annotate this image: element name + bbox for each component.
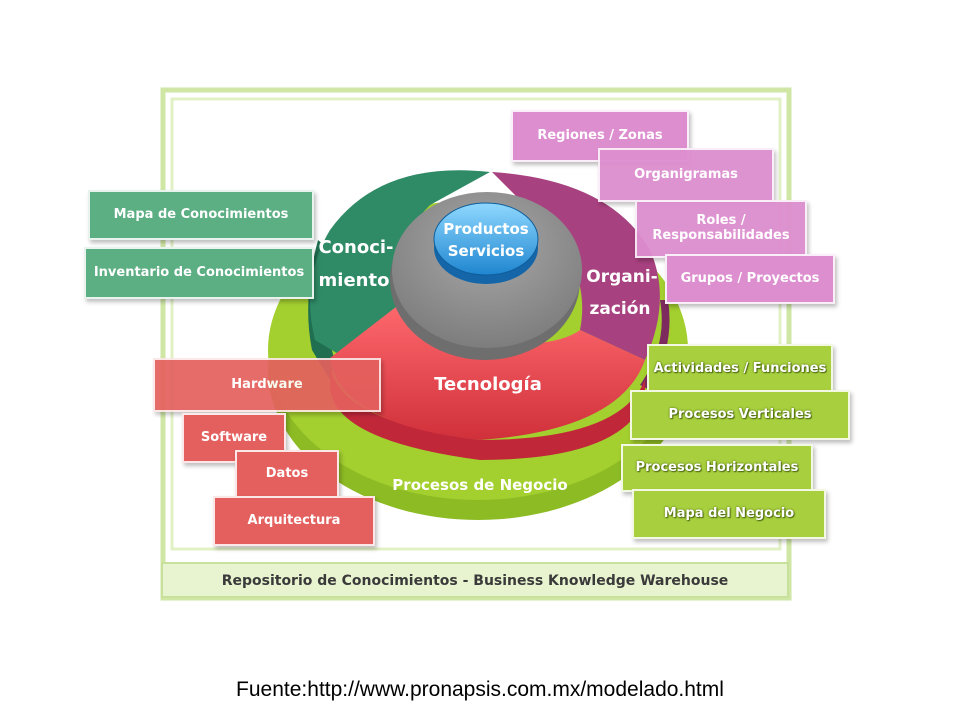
box-organigramas: Organigramas bbox=[598, 148, 774, 202]
organizacion-label-1: Organi- bbox=[586, 267, 657, 287]
box-label: Mapa de Conocimientos bbox=[113, 206, 289, 222]
inner-frame bbox=[170, 97, 782, 551]
source-caption: Fuente:http://www.pronapsis.com.mx/model… bbox=[236, 678, 724, 701]
box-label: Procesos Verticales bbox=[668, 406, 812, 422]
box-actividades-funciones: Actividades / Funciones bbox=[647, 344, 833, 394]
box-label: Software bbox=[200, 429, 268, 445]
box-mapa-negocio: Mapa del Negocio bbox=[632, 489, 826, 539]
repository-bar bbox=[161, 562, 789, 598]
organizacion-label-2: zación bbox=[589, 299, 650, 319]
center-label-2: Servicios bbox=[448, 242, 525, 260]
teal-segment bbox=[310, 170, 490, 355]
box-mapa-conocimientos: Mapa de Conocimientos bbox=[88, 190, 314, 240]
box-hardware: Hardware bbox=[153, 358, 381, 412]
box-label: Datos bbox=[265, 465, 309, 481]
box-roles-responsabilidades: Roles / Responsabilidades bbox=[635, 200, 807, 258]
box-label: Actividades / Funciones bbox=[653, 360, 827, 376]
red-segment bbox=[330, 300, 645, 440]
box-procesos-verticales: Procesos Verticales bbox=[630, 390, 850, 440]
box-label: Hardware bbox=[231, 376, 303, 392]
box-label: Roles / Responsabilidades bbox=[652, 213, 790, 243]
tecnologia-label: Tecnología bbox=[434, 374, 542, 395]
procesos-label: Procesos de Negocio bbox=[392, 476, 567, 494]
conocimiento-label-1: Conoci- bbox=[318, 237, 393, 258]
box-label: Arquitectura bbox=[247, 512, 341, 528]
repository-label: Repositorio de Conocimientos - Business … bbox=[221, 573, 729, 589]
box-inventario-conocimientos: Inventario de Conocimientos bbox=[84, 247, 314, 299]
blue-center bbox=[433, 202, 539, 276]
box-procesos-horizontales: Procesos Horizontales bbox=[621, 444, 813, 492]
box-label: Inventario de Conocimientos bbox=[93, 264, 305, 280]
center-label-1: Productos bbox=[443, 220, 528, 238]
box-datos: Datos bbox=[235, 450, 339, 498]
box-label: Organigramas bbox=[634, 166, 738, 182]
conocimiento-label-2: miento bbox=[319, 270, 390, 291]
box-arquitectura: Arquitectura bbox=[213, 496, 375, 546]
box-grupos-proyectos: Grupos / Proyectos bbox=[665, 254, 835, 304]
box-label: Grupos / Proyectos bbox=[680, 270, 820, 286]
box-label: Mapa del Negocio bbox=[663, 505, 795, 521]
pink-segment-side bbox=[640, 300, 670, 390]
box-label: Regiones / Zonas bbox=[537, 127, 663, 143]
box-label: Procesos Horizontales bbox=[635, 459, 799, 475]
red-segment-side bbox=[330, 360, 645, 460]
